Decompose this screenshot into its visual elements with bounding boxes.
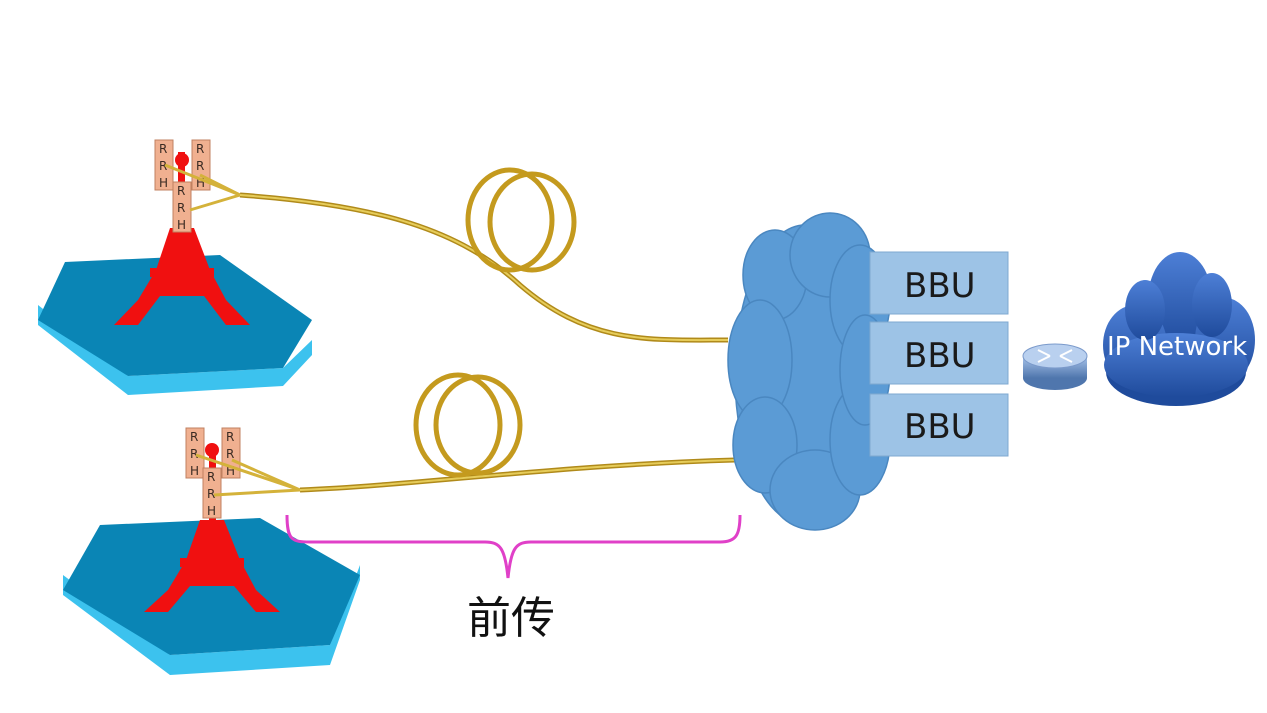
cloud-icon [727,212,891,531]
ip-network-label: IP Network [1107,332,1247,362]
hexagon-top [63,518,360,655]
rrh-letter: H [207,504,216,518]
rrh-letter: R [177,201,185,215]
rrh-letter: R [190,430,198,444]
bbu-unit: BBU [869,321,1009,385]
bbu-label: BBU [904,407,976,447]
rrh-letter: R [159,159,167,173]
fiber-link-1 [239,192,729,343]
hexagon-top [38,255,312,376]
rrh-letter: H [196,176,205,190]
hexagon-side [38,305,312,395]
bbu-label: BBU [904,336,976,376]
rrh-unit-left: R R H [185,427,205,479]
fiber-fanout [195,453,301,497]
bbu-label: BBU [904,266,976,306]
rrh-letter: R [177,184,185,198]
rrh-unit-center: R R H [172,181,192,233]
cell-site-2: R R H R R H R R H [63,427,360,675]
rrh-letter: R [196,159,204,173]
rrh-letter: H [159,176,168,190]
fronthaul-label: 前传 [467,593,555,644]
rrh-unit-right: R R H [221,427,241,479]
rrh-letter: R [226,447,234,461]
fiber-fanout [164,163,241,212]
hexagon-side [63,565,360,675]
rrh-letter: H [190,464,199,478]
rrh-letter: H [177,218,186,232]
rrh-letter: H [226,464,235,478]
router-icon [1022,343,1088,390]
rrh-letter: R [159,142,167,156]
fiber-coil-icon [465,167,577,273]
rrh-unit-center: R R H [202,467,222,519]
rrh-letter: R [190,447,198,461]
rrh-letter: R [207,470,215,484]
fiber-coil-icon [413,372,523,478]
ip-network-cloud: IP Network [1103,252,1255,406]
rrh-letter: R [207,487,215,501]
fiber-link-2 [299,457,736,493]
cell-site-1: R R H R R H R R H [38,139,312,395]
fronthaul-brace [285,514,742,579]
bbu-stack: BBU BBU BBU [869,251,1009,457]
rrh-letter: R [226,430,234,444]
rrh-unit-left: R R H [154,139,174,191]
bbu-unit: BBU [869,251,1009,315]
rrh-letter: R [196,142,204,156]
bbu-unit: BBU [869,393,1009,457]
